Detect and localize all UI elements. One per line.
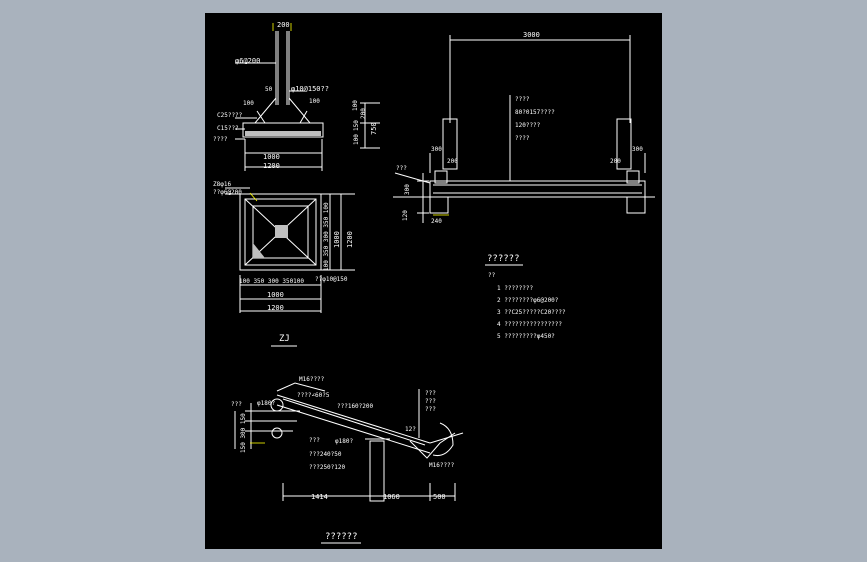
section-left-label: ??? <box>231 401 242 408</box>
footing-vdim-750: 750 <box>370 122 378 135</box>
footing-rebar-top: φ6@200 <box>235 57 260 65</box>
footing-dim-top: 200 <box>277 21 290 29</box>
section-label-q2: ??? <box>425 398 436 405</box>
plan-dim-1000: 1000 <box>267 291 284 299</box>
notes-item-1: 1 ???????? <box>497 285 534 292</box>
footing-mark: ???? <box>213 136 228 143</box>
section-rebar-60: ????∠60?5 <box>297 392 330 399</box>
section-vertical-labels: 150 300 150 <box>240 413 247 453</box>
elevation-dim-300-left: 300 <box>431 146 442 153</box>
notes-block: ?????? ?? 1 ???????? 2 ????????φ6@200? 3… <box>485 254 566 340</box>
notes-item-3: 3 ??C25?????C20???? <box>497 309 566 316</box>
footing-concrete-c15: C15??? <box>217 125 239 132</box>
elevation-view: 3000 ???? 80?0157???? 120???? ???? ??? 3… <box>393 31 655 225</box>
footing-dim-100a: 100 <box>243 100 254 107</box>
elevation-left-label: ??? <box>396 165 407 172</box>
footing-plan: Z8φ16 ??φ6@200 100 350 300 350100 ??φ10@… <box>213 181 355 347</box>
section-label-q3: ??? <box>425 406 436 413</box>
footing-vdim-100: 100 <box>353 134 360 145</box>
notes-item-5: 5 ?????????φ450? <box>497 333 555 340</box>
elevation-dim-300-right: 300 <box>632 146 643 153</box>
plan-bottom-dims: 100 350 300 350100 <box>239 278 304 285</box>
plan-bottom-rebar: ??φ10@150 <box>315 276 348 283</box>
footing-concrete-c25: C25???? <box>217 112 243 119</box>
footing-vdim-200: 200 <box>360 108 367 119</box>
footing-vdim-150: 150 <box>353 120 360 131</box>
footing-rebar-right: φ10@150?? <box>291 85 329 93</box>
section-phi180-a: φ180? <box>257 400 275 407</box>
footing-section: 200 φ6@200 φ10@150?? 50 100 100 C25???? … <box>213 21 380 171</box>
elevation-dim-200-right: 200 <box>610 158 621 165</box>
elevation-note-3: 120???? <box>515 122 541 129</box>
section-dim-500: 500 <box>433 493 446 501</box>
notes-item-2: 2 ????????φ6@200? <box>497 297 559 304</box>
footing-dim-1200: 1200 <box>263 162 280 170</box>
cantilever-section: M16???? φ180? ??? ????∠60?5 ???160?200 ?… <box>231 376 464 544</box>
notes-title: ?????? <box>487 254 520 264</box>
section-dim-1414: 1414 <box>311 493 328 501</box>
footing-dim-100b: 100 <box>309 98 320 105</box>
section-m16-top: M16???? <box>299 376 325 383</box>
section-bar-250: ???250?120 <box>309 464 346 471</box>
footing-dim-1000: 1000 <box>263 153 280 161</box>
section-label-q1: ??? <box>425 390 436 397</box>
section-phi180-b: φ180? <box>335 438 353 445</box>
elevation-span: 3000 <box>523 31 540 39</box>
plan-right-1000: 1000 <box>333 231 341 248</box>
section-title: ?????? <box>325 532 358 542</box>
elevation-note-2: 80?0157???? <box>515 109 555 116</box>
notes-subtitle: ?? <box>488 272 496 279</box>
elevation-vdim-300: 300 <box>404 184 411 195</box>
plan-rebar-label-2: ??φ6@200 <box>213 189 242 196</box>
elevation-vdim-120: 120 <box>402 210 409 221</box>
footing-dim-50: 50 <box>265 86 273 93</box>
plan-rebar-label-1: Z8φ16 <box>213 181 231 188</box>
elevation-note-4: ???? <box>515 135 530 142</box>
cad-drawing: 200 φ6@200 φ10@150?? 50 100 100 C25???? … <box>213 21 655 544</box>
section-angle: 12? <box>405 426 416 433</box>
section-bar-240: ???240?50 <box>309 451 342 458</box>
plan-dim-1200: 1200 <box>267 304 284 312</box>
plan-right-dims: 100 350 300 350 100 <box>323 202 330 271</box>
cad-drawing-sheet: 200 φ6@200 φ10@150?? 50 100 100 C25???? … <box>205 13 662 549</box>
section-mid-label: ??? <box>309 437 320 444</box>
elevation-note-1: ???? <box>515 96 530 103</box>
footing-vdim-100b: 100 <box>352 100 359 111</box>
section-bar-160: ???160?200 <box>337 403 374 410</box>
plan-title: ZJ <box>279 334 290 344</box>
notes-item-4: 4 ???????????????? <box>497 321 562 328</box>
section-m16-bottom: M16???? <box>429 462 455 469</box>
elevation-vdim-240: 240 <box>431 218 442 225</box>
plan-right-1200: 1200 <box>346 231 354 248</box>
section-dim-1060: 1060 <box>383 493 400 501</box>
elevation-dim-200-left: 200 <box>447 158 458 165</box>
